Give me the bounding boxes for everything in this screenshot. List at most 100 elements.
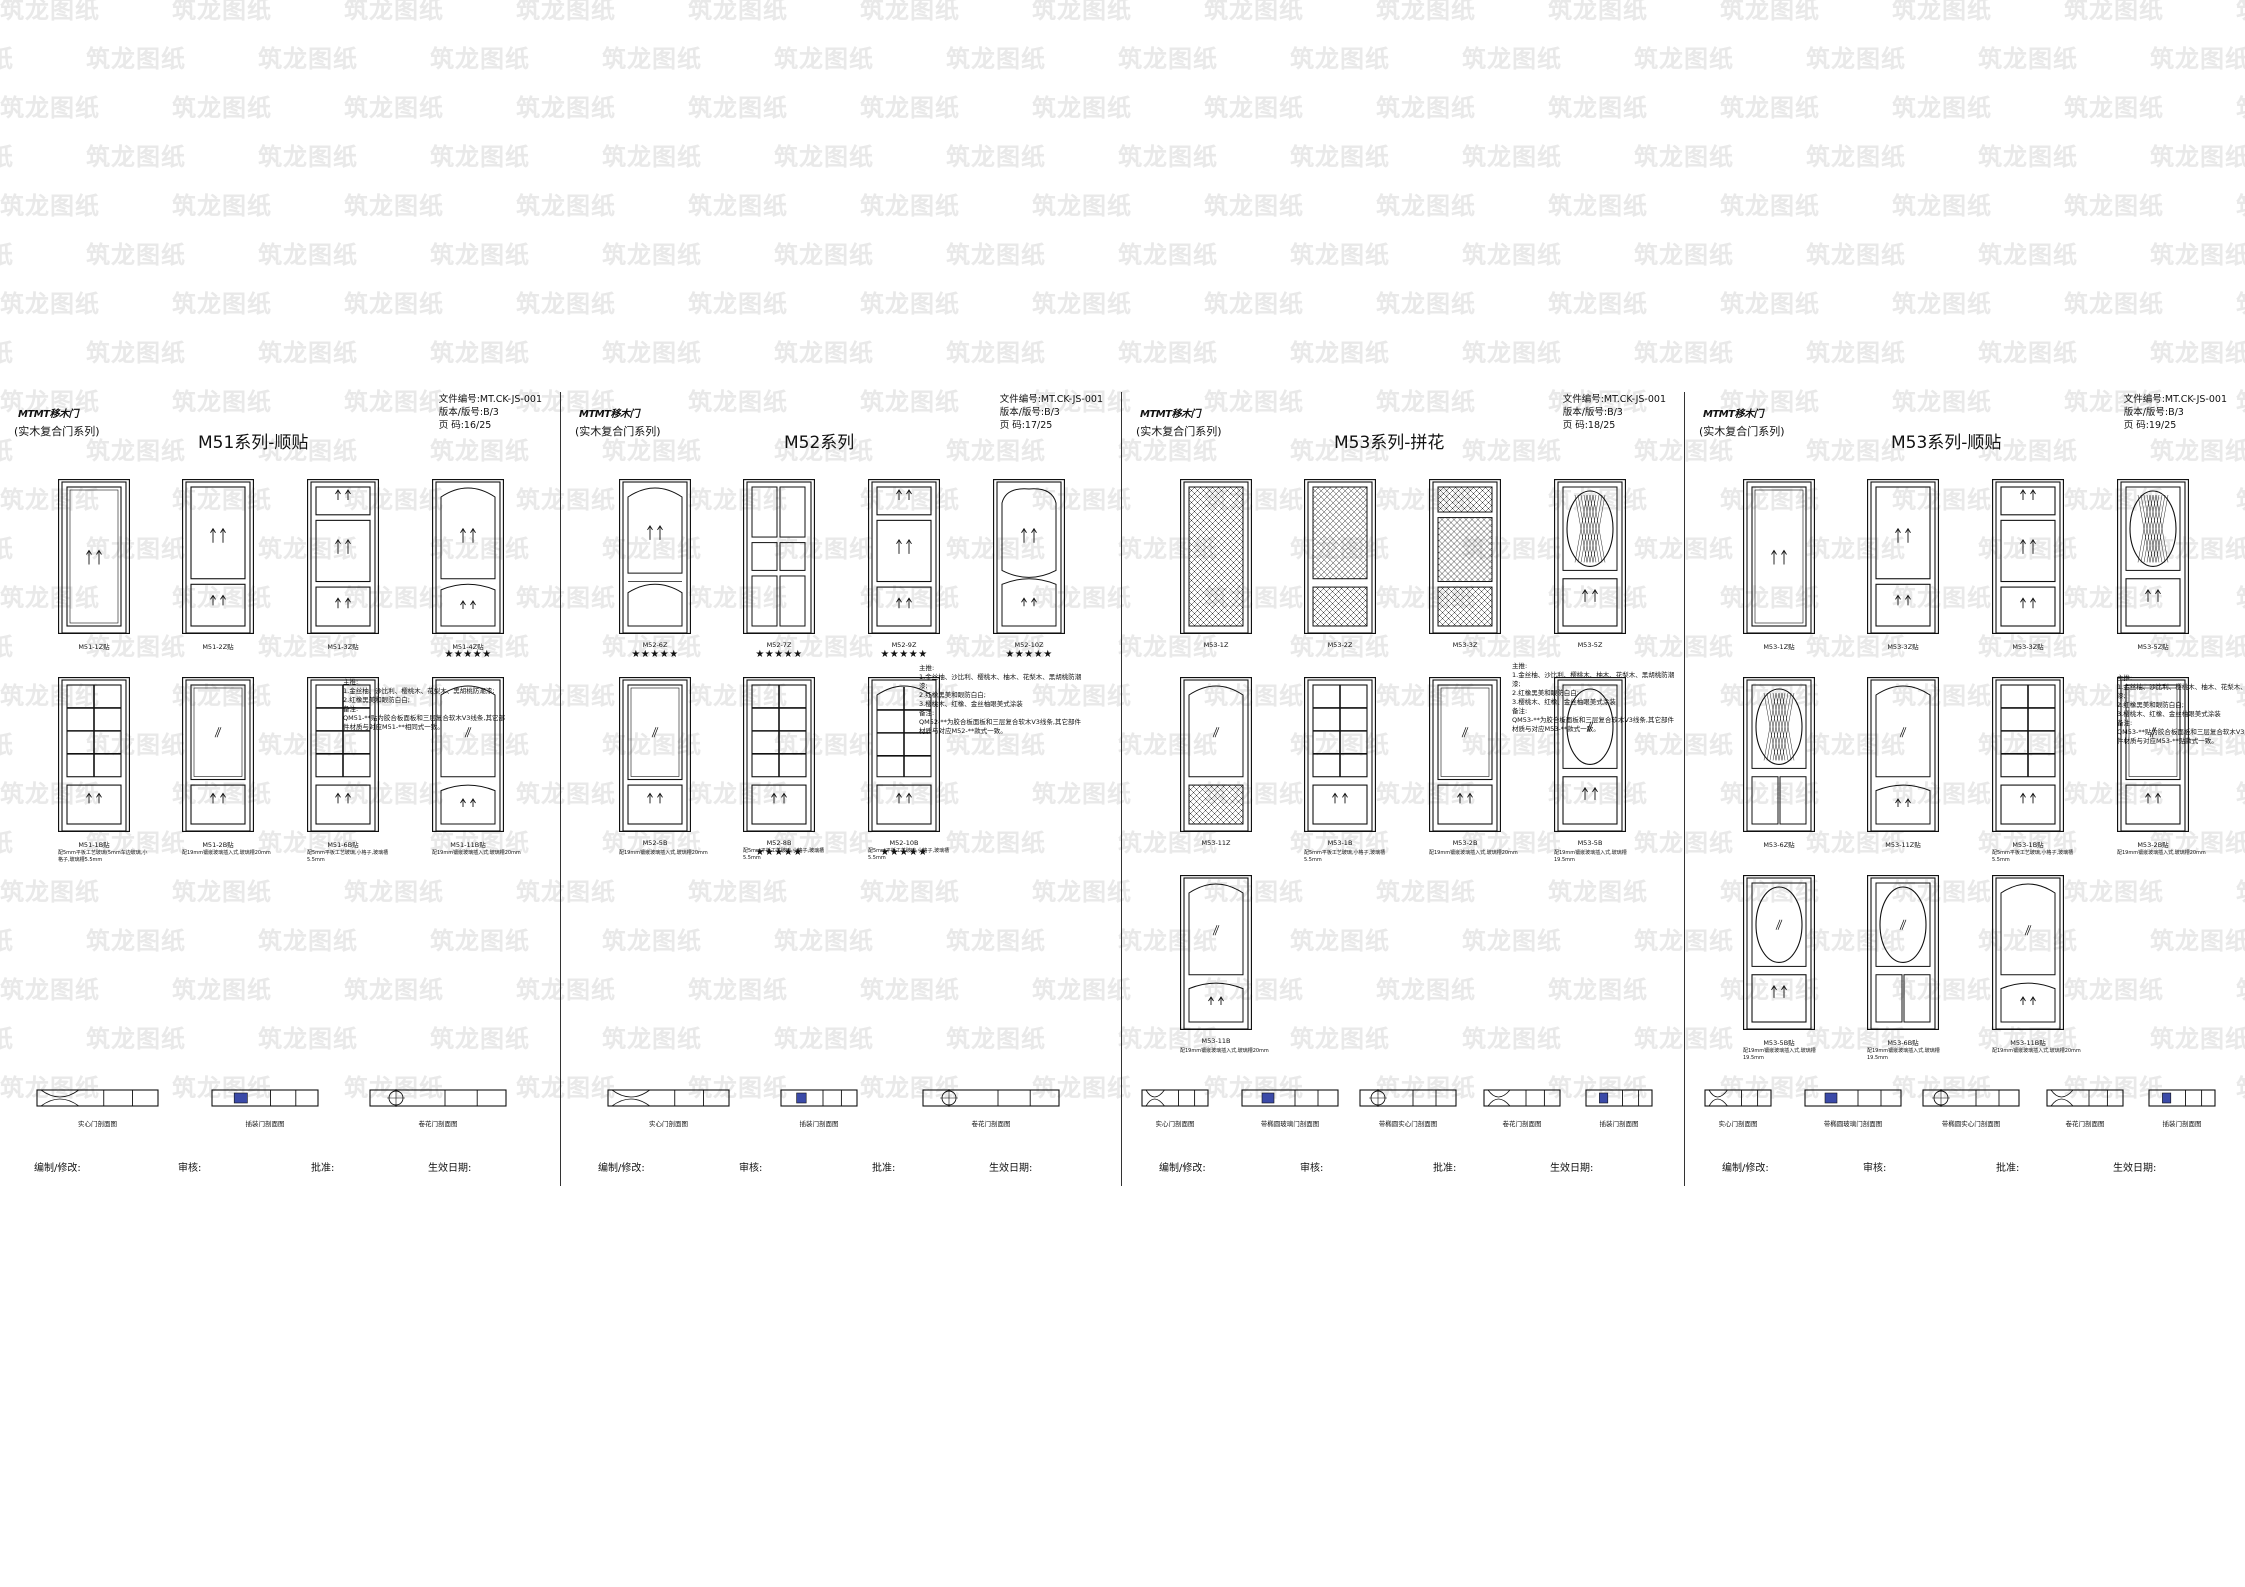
door-drawing: [1554, 479, 1626, 634]
door-drawing: [619, 479, 691, 634]
meta-line: 页 码:18/25: [1562, 420, 1616, 431]
approval-footer: 编制/修改:审核:批准:生效日期:: [1122, 1159, 1684, 1179]
section-drawing: 卷花门剖面图: [2045, 1082, 2125, 1128]
watermark-text: 筑龙图纸: [602, 142, 702, 171]
watermark-text: 筑龙图纸: [1634, 338, 1734, 367]
door-model: M51-3Z贴: [307, 479, 379, 651]
watermark-text: 筑龙图纸: [1806, 240, 1906, 269]
watermark-text: 筑龙图纸: [688, 93, 788, 122]
watermark-text: 筑龙图纸: [1634, 240, 1734, 269]
sheet-title: M53系列-顺贴: [1891, 433, 2002, 453]
watermark-text: 筑龙图纸: [1118, 240, 1218, 269]
rating-stars: ★★★★★: [755, 847, 803, 858]
door-model-label: M53-5Z: [1577, 641, 1603, 649]
watermark-text: 筑龙图纸: [2236, 88, 2245, 123]
watermark-text: 筑龙图纸: [946, 240, 1046, 269]
approval-field: 审核:: [1300, 1163, 1324, 1174]
section-drawing: 实心门剖面图: [1140, 1082, 1210, 1128]
door-model-label: M52-9Z: [891, 641, 917, 649]
watermark-text: 筑龙图纸: [430, 142, 530, 171]
section-profile: [1141, 1089, 1209, 1107]
spec-note-line: QM53-**贴为胶合板面板和三层复合软木V3线条,其它部件材质与对应M53-*…: [2117, 728, 2245, 745]
watermark-text: 筑龙图纸: [1462, 338, 1562, 367]
door-spec-note: 配19mm镶嵌玻璃插入式,玻璃槽19.5mm: [1743, 1048, 1816, 1061]
watermark-text: 筑龙图纸: [2236, 284, 2245, 319]
watermark-text: 筑龙图纸: [1376, 0, 1476, 24]
watermark-text: 筑龙图纸: [0, 142, 14, 171]
door-drawing: [58, 479, 130, 634]
section-label: 插装门剖面图: [1599, 1120, 1639, 1128]
spec-note-line: QM52-**为胶合板面板和三层复合软木V3线条,其它部件材质与对应M52-**…: [919, 718, 1081, 735]
spec-notes: 主推:1.金丝柚、沙比利、樱桃木、花梨木、黑胡桃防潮漆;2.红橡黑美和眼防白白;…: [343, 678, 508, 732]
section-label: 实心门剖面图: [1155, 1120, 1195, 1128]
watermark-text: 筑龙图纸: [1978, 240, 2078, 269]
approval-field: 编制/修改:: [598, 1163, 645, 1174]
door-drawing: [1992, 677, 2064, 832]
watermark-text: 筑龙图纸: [1720, 0, 1820, 24]
meta-line: 文件编号:MT.CK-JS-001: [438, 394, 542, 405]
meta-line: 版本/版号:B/3: [1562, 407, 1623, 418]
door-model: M53-6Z贴: [1743, 677, 1815, 849]
watermark-text: 筑龙图纸: [774, 44, 874, 73]
sheet-title: M52系列: [784, 433, 855, 453]
section-profile: [607, 1089, 730, 1107]
approval-field: 批准:: [1996, 1163, 2020, 1174]
watermark-text: 筑龙图纸: [1032, 0, 1132, 24]
watermark-text: 筑龙图纸: [1118, 338, 1218, 367]
section-drawing: 实心门剖面图: [1703, 1082, 1773, 1128]
door-model: M51-2Z贴: [182, 479, 254, 651]
watermark-text: 筑龙图纸: [1892, 191, 1992, 220]
spec-notes: 主推:1.金丝柚、沙比利、樱桃木、柚木、花梨木、黑胡桃防潮漆;2.红橡黑美和眼防…: [1512, 662, 1677, 734]
meta-line: 页 码:16/25: [438, 420, 492, 431]
door-model-label: M53-11B: [1201, 1037, 1231, 1045]
spec-note-line: 主推:: [1512, 662, 1528, 670]
watermark-text: 筑龙图纸: [258, 338, 358, 367]
watermark-text: 筑龙图纸: [1806, 142, 1906, 171]
door-model-label: M53-2B贴: [2137, 841, 2169, 849]
door-spec-note: 配19mm镶嵌玻璃插入式,玻璃槽20mm: [1180, 1048, 1269, 1054]
watermark-text: 筑龙图纸: [1290, 240, 1390, 269]
door-drawing: [1743, 479, 1815, 634]
door-model: M53-11B贴配19mm镶嵌玻璃插入式,玻璃槽20mm: [1992, 875, 2081, 1054]
watermark-text: 筑龙图纸: [258, 240, 358, 269]
section-label: 卷花门剖面图: [418, 1120, 458, 1128]
door-model: M53-5Z贴: [2117, 479, 2189, 651]
spec-note-line: 备注:: [919, 709, 935, 717]
section-drawing: 卷花门剖面图: [1482, 1082, 1562, 1128]
watermark-text: 筑龙图纸: [86, 240, 186, 269]
section-profile: [1483, 1089, 1561, 1107]
door-spec-note: 配19mm镶嵌玻璃插入式,玻璃槽20mm: [182, 850, 271, 856]
rating-stars: ★★★★★: [631, 649, 679, 660]
watermark-text: 筑龙图纸: [1462, 44, 1562, 73]
door-model-label: M52-5B: [642, 839, 668, 847]
door-model-label: M53-3Z: [1452, 641, 1478, 649]
watermark-text: 筑龙图纸: [1548, 191, 1648, 220]
watermark-text: 筑龙图纸: [2150, 142, 2245, 171]
door-model-label: M53-2Z: [1327, 641, 1353, 649]
door-model-label: M53-5B: [1577, 839, 1603, 847]
approval-field: 编制/修改:: [34, 1163, 81, 1174]
door-drawing: [1180, 875, 1252, 1030]
door-model: M53-3Z贴: [1992, 479, 2064, 651]
watermark-text: 筑龙图纸: [1548, 289, 1648, 318]
watermark-text: 筑龙图纸: [344, 93, 444, 122]
section-label: 插装门剖面图: [799, 1120, 839, 1128]
watermark-text: 筑龙图纸: [1634, 44, 1734, 73]
watermark-text: 筑龙图纸: [2064, 191, 2164, 220]
door-model-label: M51-11B贴: [450, 841, 486, 849]
meta-line: 文件编号:MT.CK-JS-001: [1562, 394, 1666, 405]
section-profile: [1359, 1089, 1457, 1107]
door-spec-note: 配5mm平板工艺玻璃(5mm车边玻璃,小格子,玻璃槽5.5mm: [58, 850, 148, 863]
watermark-text: 筑龙图纸: [2064, 0, 2164, 24]
watermark-text: 筑龙图纸: [516, 0, 616, 24]
meta-line: 页 码:19/25: [2123, 420, 2177, 431]
watermark-text: 筑龙图纸: [1720, 191, 1820, 220]
section-profile: [922, 1089, 1060, 1107]
spec-note-line: 3.樱桃木、红橡、金丝柚眼美式涂装: [2117, 710, 2221, 718]
section-label: 带椭圆实心门剖面图: [1941, 1120, 2001, 1128]
watermark-text: 筑龙图纸: [516, 93, 616, 122]
watermark-text: 筑龙图纸: [1204, 0, 1304, 24]
approval-field: 编制/修改:: [1722, 1163, 1769, 1174]
section-drawing: 插装门剖面图: [2147, 1082, 2217, 1128]
